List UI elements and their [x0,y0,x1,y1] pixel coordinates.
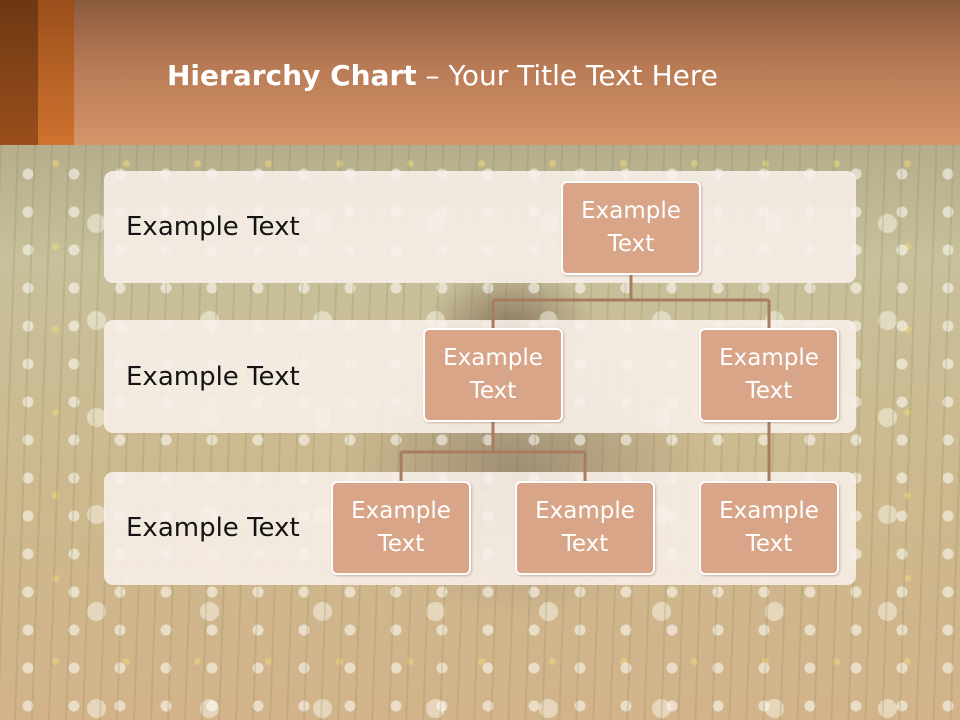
node-level2-right: Example Text [699,328,839,422]
node-level2-left: Example Text [423,328,563,422]
title-rest: Your Title Text Here [448,59,718,92]
node-level3-b: Example Text [515,481,655,575]
level-label-1: Example Text [126,212,300,242]
title-bar: Hierarchy Chart – Your Title Text Here [0,0,960,145]
level-label-2: Example Text [126,362,300,392]
accent-stripe-dark [0,0,38,145]
accent-stripe-light [38,0,74,145]
slide-title: Hierarchy Chart – Your Title Text Here [167,56,718,96]
title-separator: – [416,59,449,92]
level-label-3: Example Text [126,513,300,543]
level-band-1 [104,171,856,283]
node-level3-a: Example Text [331,481,471,575]
title-bold: Hierarchy Chart [167,59,417,92]
node-root: Example Text [561,181,701,275]
node-level3-c: Example Text [699,481,839,575]
